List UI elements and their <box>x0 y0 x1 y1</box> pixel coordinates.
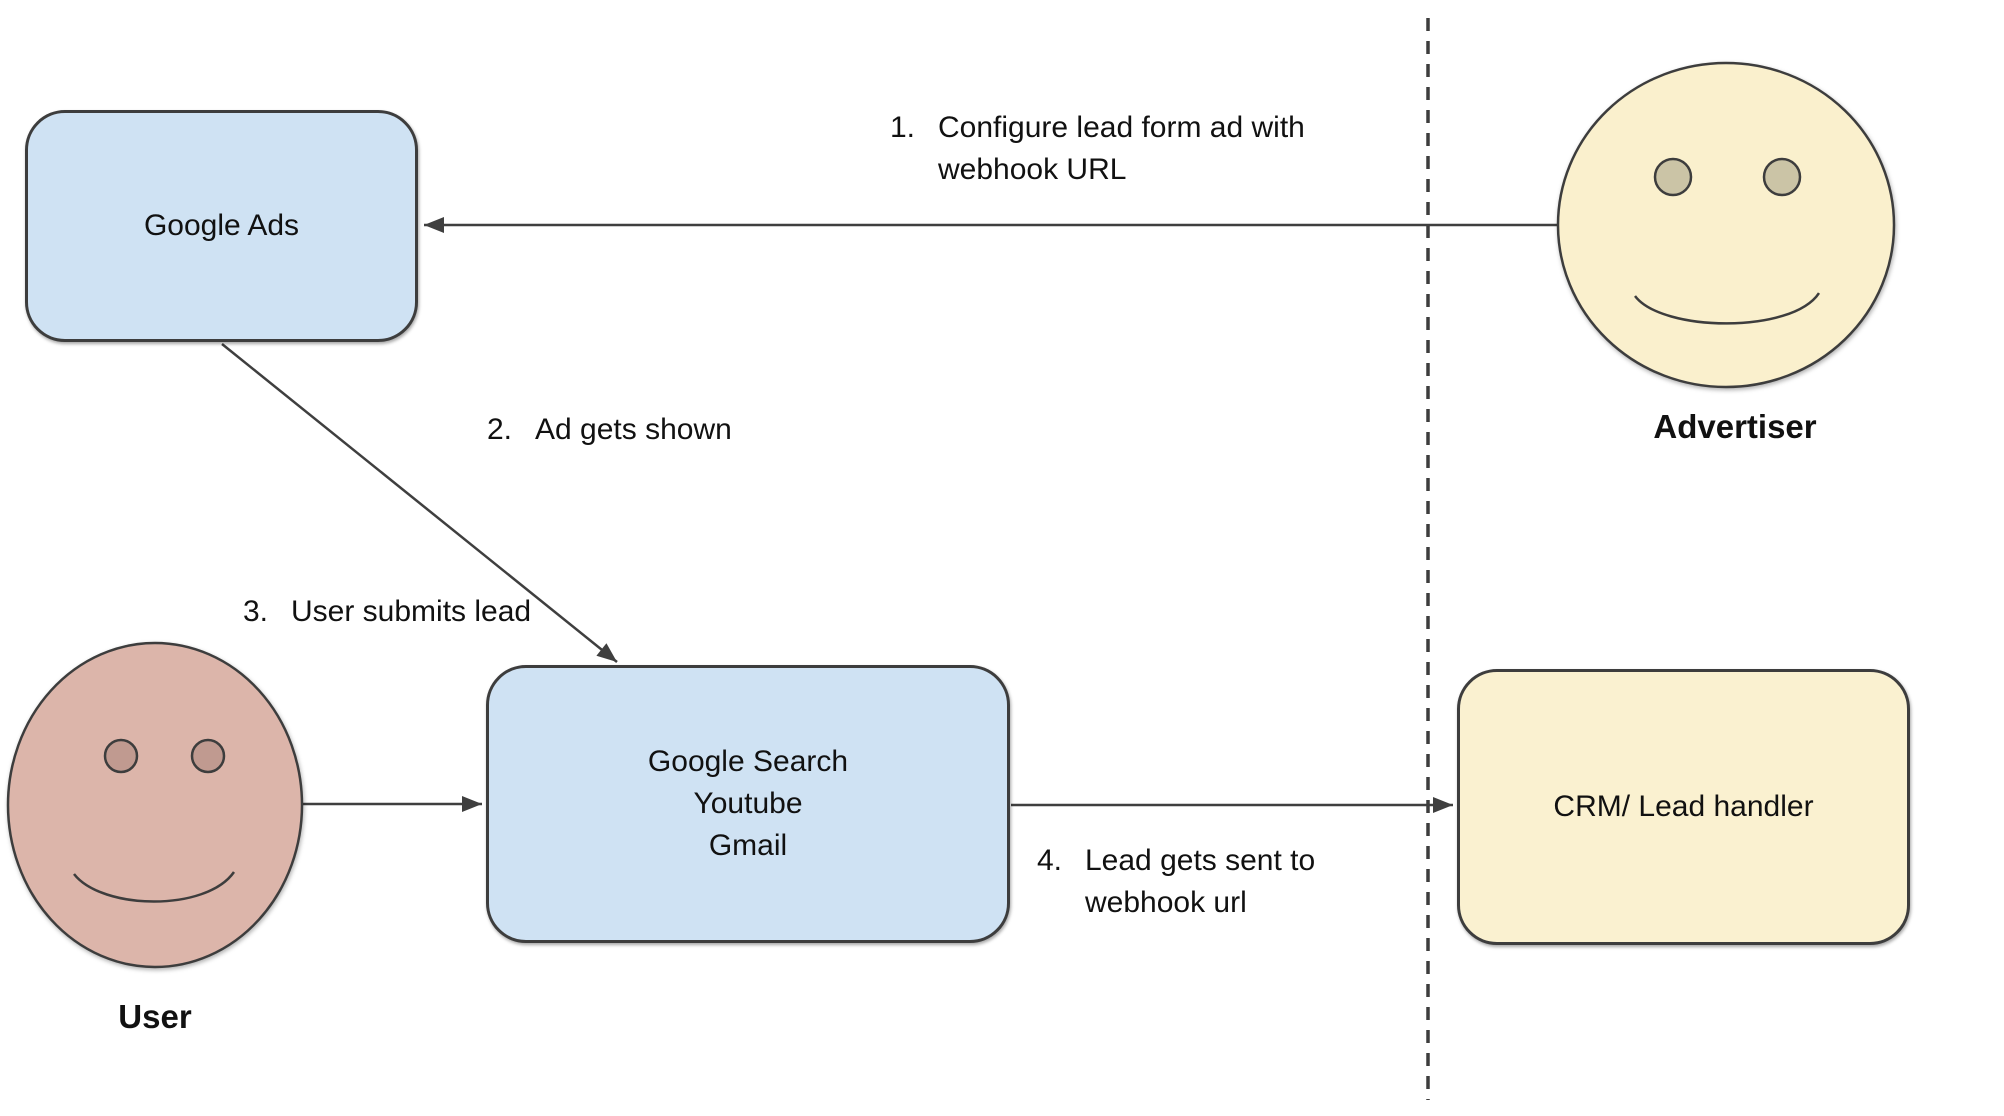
step-2-line1: Ad gets shown <box>535 413 732 446</box>
step-1-number: 1. <box>890 111 916 144</box>
step-3-number: 3. <box>243 595 269 628</box>
step-1-label: 1. Configure lead form ad with webhook U… <box>890 107 1305 191</box>
user-right-eye <box>190 738 226 774</box>
step-4-line1: Lead gets sent to <box>1085 844 1316 877</box>
google-ads-label: Google Ads <box>143 209 300 242</box>
user-face <box>6 641 304 969</box>
step-4-label: 4. Lead gets sent to webhook url <box>1037 840 1315 924</box>
advertiser-left-eye <box>1653 157 1693 197</box>
advertiser-smile <box>1634 292 1821 325</box>
step-3-label: 3. User submits lead <box>243 591 531 633</box>
advertiser-right-eye <box>1762 157 1802 197</box>
user-left-eye <box>103 738 139 774</box>
advertiser-label: Advertiser <box>1653 408 1817 445</box>
user-face-icon <box>6 641 304 969</box>
user-smile <box>73 871 236 903</box>
step-3-line1: User submits lead <box>291 595 532 628</box>
google-surfaces-line2: Youtube <box>693 787 803 820</box>
step-4-number: 4. <box>1037 844 1063 877</box>
user-label: User <box>118 998 192 1035</box>
crm-label: CRM/ Lead handler <box>1553 790 1814 823</box>
step-2-number: 2. <box>487 413 513 446</box>
step-4-line2: webhook url <box>1085 886 1247 919</box>
advertiser-face-icon <box>1556 61 1896 389</box>
google-surfaces-line1: Google Search <box>647 745 849 778</box>
advertiser-face <box>1556 61 1896 389</box>
google-ads-node: Google Ads <box>25 110 418 342</box>
step-1-line1: Configure lead form ad with <box>938 111 1305 144</box>
crm-node: CRM/ Lead handler <box>1457 669 1910 945</box>
step-1-line2: webhook URL <box>938 153 1127 186</box>
google-surfaces-node: Google Search Youtube Gmail <box>486 665 1010 943</box>
step-2-label: 2. Ad gets shown <box>487 409 732 451</box>
arrow-ad-gets-shown <box>221 343 618 663</box>
google-surfaces-line3: Gmail <box>708 829 788 862</box>
